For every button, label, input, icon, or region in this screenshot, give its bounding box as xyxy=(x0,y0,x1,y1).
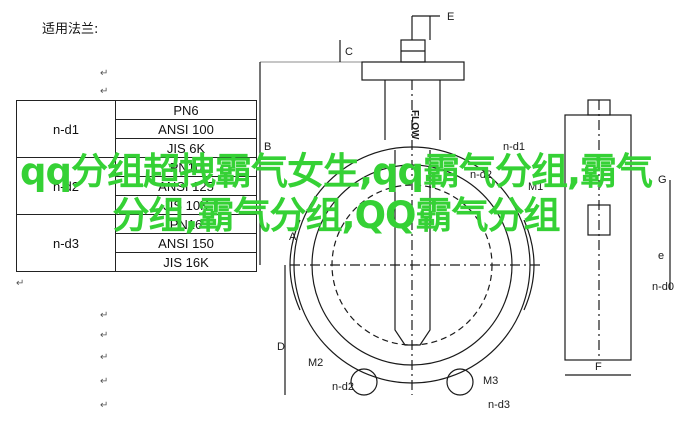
table-row: JIS 6K xyxy=(17,138,257,158)
label-D: D xyxy=(277,341,285,353)
para-mark: ↵ xyxy=(100,376,109,387)
bolt-hole-left xyxy=(350,368,378,396)
label-A: A xyxy=(289,231,297,243)
label-nd2-top: n-d2 xyxy=(470,169,492,181)
table-row: ANSI 100 xyxy=(17,119,257,139)
para-mark: ↵ xyxy=(100,86,109,97)
label-nd2: n-d2 xyxy=(332,381,354,393)
label-M2: M2 xyxy=(308,357,323,369)
para-mark: ↵ xyxy=(100,310,109,321)
standard-cell: PN6 xyxy=(115,100,257,120)
para-mark: ↵ xyxy=(100,400,109,411)
group-cell: n-d1 xyxy=(16,100,116,158)
label-nd0: n-d0 xyxy=(652,281,674,293)
standard-cell: ANSI 100 xyxy=(115,119,257,139)
label-F: F xyxy=(595,361,602,373)
label-flow: FLOW xyxy=(409,110,420,140)
label-M1: M1 xyxy=(528,181,543,193)
label-G: G xyxy=(658,174,667,186)
table-row: JIS 16K xyxy=(17,252,257,272)
para-mark: ↵ xyxy=(100,352,109,363)
label-e: e xyxy=(658,250,664,262)
para-mark: ↵ xyxy=(100,68,109,79)
group-cell: n-d3 xyxy=(16,214,116,272)
standard-cell: JIS 16K xyxy=(115,252,257,272)
flange-spec-table: n-d1 PN6 ANSI 100 JIS 6K n-d2 PN10 ANSI … xyxy=(16,100,257,272)
label-nd3: n-d3 xyxy=(488,399,510,411)
top-flange xyxy=(361,61,465,81)
label-E: E xyxy=(447,11,454,23)
table-row: n-d3 PN16 xyxy=(16,214,257,272)
para-mark: ↵ xyxy=(100,330,109,341)
standard-cell: JIS 6K xyxy=(115,138,257,158)
bolt-hole-right xyxy=(446,368,474,396)
label-nd1: n-d1 xyxy=(503,141,525,153)
label-M3: M3 xyxy=(483,375,498,387)
heading: 适用法兰: xyxy=(42,22,99,37)
group-cell: n-d2 xyxy=(16,157,116,215)
label-B: B xyxy=(264,141,271,153)
label-C: C xyxy=(345,46,353,58)
overlay-text: qq分组超拽霸气女生,qq霸气分组,霸气分组,霸气分组,QQ霸气分组 xyxy=(19,150,653,237)
table-row: n-d1 PN6 xyxy=(16,100,257,158)
table-row: n-d2 PN10 xyxy=(16,157,257,215)
para-mark: ↵ xyxy=(16,278,25,289)
